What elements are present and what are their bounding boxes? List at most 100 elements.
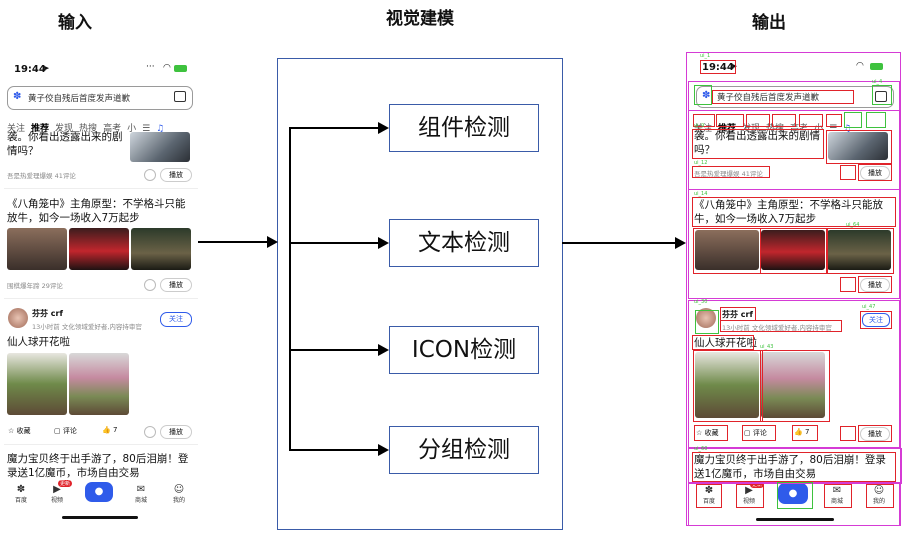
feed3-desc: 文化领域爱好者,内容持审官 [61, 323, 142, 331]
nav-home[interactable]: ✽百度 [10, 484, 32, 504]
follow-button[interactable]: 关注 [160, 312, 192, 327]
feed2-photo-3[interactable] [131, 228, 191, 270]
feed3-time: 13小时前 [32, 323, 60, 331]
tab-hot[interactable]: 热搜 [79, 124, 98, 134]
nav-mall[interactable]: ✉商城 [826, 485, 848, 505]
feed2-photo-2[interactable] [761, 230, 825, 270]
tab-small[interactable]: 小 [127, 124, 137, 134]
feed2-title[interactable]: 《八角笼中》主角原型：不学格斗只能放牛，如今一场收入7万起步 [694, 199, 883, 225]
feed3-author[interactable]: 芬芬 crf [722, 310, 753, 319]
feed3-photo-1[interactable] [695, 352, 759, 418]
tab-gaokao[interactable]: 高考 [103, 124, 122, 134]
status-time: 19:44 [702, 62, 734, 73]
dislike-icon[interactable] [144, 169, 156, 181]
thumbs-up-icon[interactable]: 👍 [794, 428, 803, 436]
feed2-photo-1[interactable] [7, 228, 67, 270]
nav-video[interactable]: ▶视频 [46, 484, 68, 504]
feed2-play-button[interactable]: 播放 [860, 278, 890, 292]
feed3-photo-1[interactable] [7, 353, 67, 415]
avatar[interactable] [8, 308, 28, 328]
output-label: 输出 [752, 13, 786, 33]
home-indicator [62, 516, 138, 519]
feed3-play-button[interactable]: 播放 [160, 425, 192, 439]
comment-label[interactable]: 评论 [752, 429, 767, 437]
feed2-play-button[interactable]: 播放 [160, 278, 192, 292]
comment-icon[interactable]: ▢ [744, 429, 751, 437]
likes-count[interactable]: 7 [804, 428, 810, 436]
tab-follow[interactable]: 关注 [7, 124, 26, 134]
vision-label: 视觉建模 [386, 9, 454, 29]
feed2-photo-1[interactable] [695, 230, 759, 270]
feed1-source: 吾是热爱理爆娱 [694, 170, 740, 178]
group-detection-module: 分组检测 [389, 426, 539, 474]
tab-recommend[interactable]: 推荐 [31, 124, 50, 134]
input-arrow-line [198, 241, 268, 243]
search-placeholder: 黄子佼自残后首度发声道歉 [28, 94, 131, 104]
tab-bar: 关注推荐发现热搜高考小 ☰ ♫ [7, 116, 197, 135]
home-indicator [756, 518, 834, 521]
feed1-play-button[interactable]: 播放 [160, 168, 192, 182]
voice-button[interactable]: ● [778, 483, 808, 504]
feed2-photo-3[interactable] [827, 230, 891, 270]
dislike-icon[interactable] [144, 279, 156, 291]
nav-mine[interactable]: ☺我的 [168, 484, 190, 504]
nav-video[interactable]: ▶视频 [738, 485, 760, 505]
feed1-text[interactable]: 袭。你看出透露出来的剧情吗？ [694, 130, 820, 156]
feed3-photo-2[interactable] [761, 352, 825, 418]
baidu-paw-icon: ✽ [13, 91, 22, 102]
feed1-thumbnail[interactable] [828, 132, 888, 160]
feed1-play-button[interactable]: 播放 [860, 166, 890, 180]
feed3-author[interactable]: 芬芬 crf [32, 309, 63, 318]
star-icon[interactable]: ☆ [8, 427, 15, 435]
microphone-icon: ● [788, 488, 798, 499]
vision-modeling-frame [277, 58, 563, 530]
feed3-photo-2[interactable] [69, 353, 129, 415]
headphones-icon[interactable]: ♫ [156, 124, 165, 134]
profile-icon: ☺ [873, 485, 885, 496]
comment-icon[interactable]: ▢ [54, 427, 61, 435]
follow-button[interactable]: 关注 [862, 313, 890, 327]
video-icon: ▶ [53, 484, 61, 495]
feed2-title[interactable]: 《八角笼中》主角原型：不学格斗只能放牛，如今一场收入7万起步 [7, 198, 186, 224]
feed3-content[interactable]: 仙人球开花啦 [7, 336, 70, 348]
feed3-time: 13小时前 [722, 324, 750, 332]
wifi-icon: ◠ [856, 61, 864, 71]
feed3-content[interactable]: 仙人球开花啦 [694, 337, 757, 349]
location-arrow-icon: ➤ [730, 62, 738, 72]
divider [4, 188, 198, 189]
comment-label[interactable]: 评论 [62, 427, 77, 435]
nav-home[interactable]: ✽百度 [698, 485, 720, 505]
camera-icon[interactable] [875, 91, 887, 102]
voice-button[interactable]: ● [85, 482, 113, 502]
feed1-comments: 41评论 [741, 170, 763, 178]
menu-icon[interactable]: ☰ [829, 124, 838, 134]
camera-icon[interactable] [174, 91, 186, 102]
search-bar[interactable]: ✽ 黄子佼自残后首度发声道歉 [696, 86, 894, 108]
feed4-text[interactable]: 魔力宝贝终于出手游了，80后泪崩！登录送1亿魔币，市场自由交易 [7, 453, 189, 479]
group-box-feed4 [688, 448, 902, 484]
dislike-icon[interactable] [144, 426, 156, 438]
text-detection-module: 文本检测 [389, 219, 539, 267]
collect-label[interactable]: 收藏 [16, 427, 31, 435]
headphones-icon[interactable]: ♫ [843, 124, 852, 134]
likes-count[interactable]: 7 [112, 426, 118, 434]
star-icon[interactable]: ☆ [696, 429, 703, 437]
feed1-thumbnail[interactable] [130, 132, 190, 162]
feed2-photo-2[interactable] [69, 228, 129, 270]
tab-discover[interactable]: 发现 [55, 124, 74, 134]
feed4-text[interactable]: 魔力宝贝终于出手游了，80后泪崩！登录送1亿魔币，市场自由交易 [694, 454, 886, 480]
menu-icon[interactable]: ☰ [142, 124, 151, 134]
nav-mall[interactable]: ✉商城 [130, 484, 152, 504]
search-placeholder: 黄子佼自残后首度发声道歉 [717, 93, 820, 103]
feed3-play-button[interactable]: 播放 [860, 427, 890, 441]
component-detection-module: 组件检测 [389, 104, 539, 152]
mall-icon: ✉ [832, 485, 842, 496]
nav-mine[interactable]: ☺我的 [868, 485, 890, 505]
icon-detection-module: ICON检测 [389, 326, 539, 374]
wifi-icon: ◠ [163, 63, 171, 73]
search-bar[interactable]: ✽ 黄子佼自残后首度发声道歉 [7, 86, 193, 110]
collect-label[interactable]: 收藏 [704, 429, 719, 437]
feed1-text[interactable]: 袭。你看出透露出来的剧情吗？ [7, 131, 123, 157]
thumbs-up-icon[interactable]: 👍 [102, 426, 111, 434]
avatar[interactable] [696, 308, 716, 328]
